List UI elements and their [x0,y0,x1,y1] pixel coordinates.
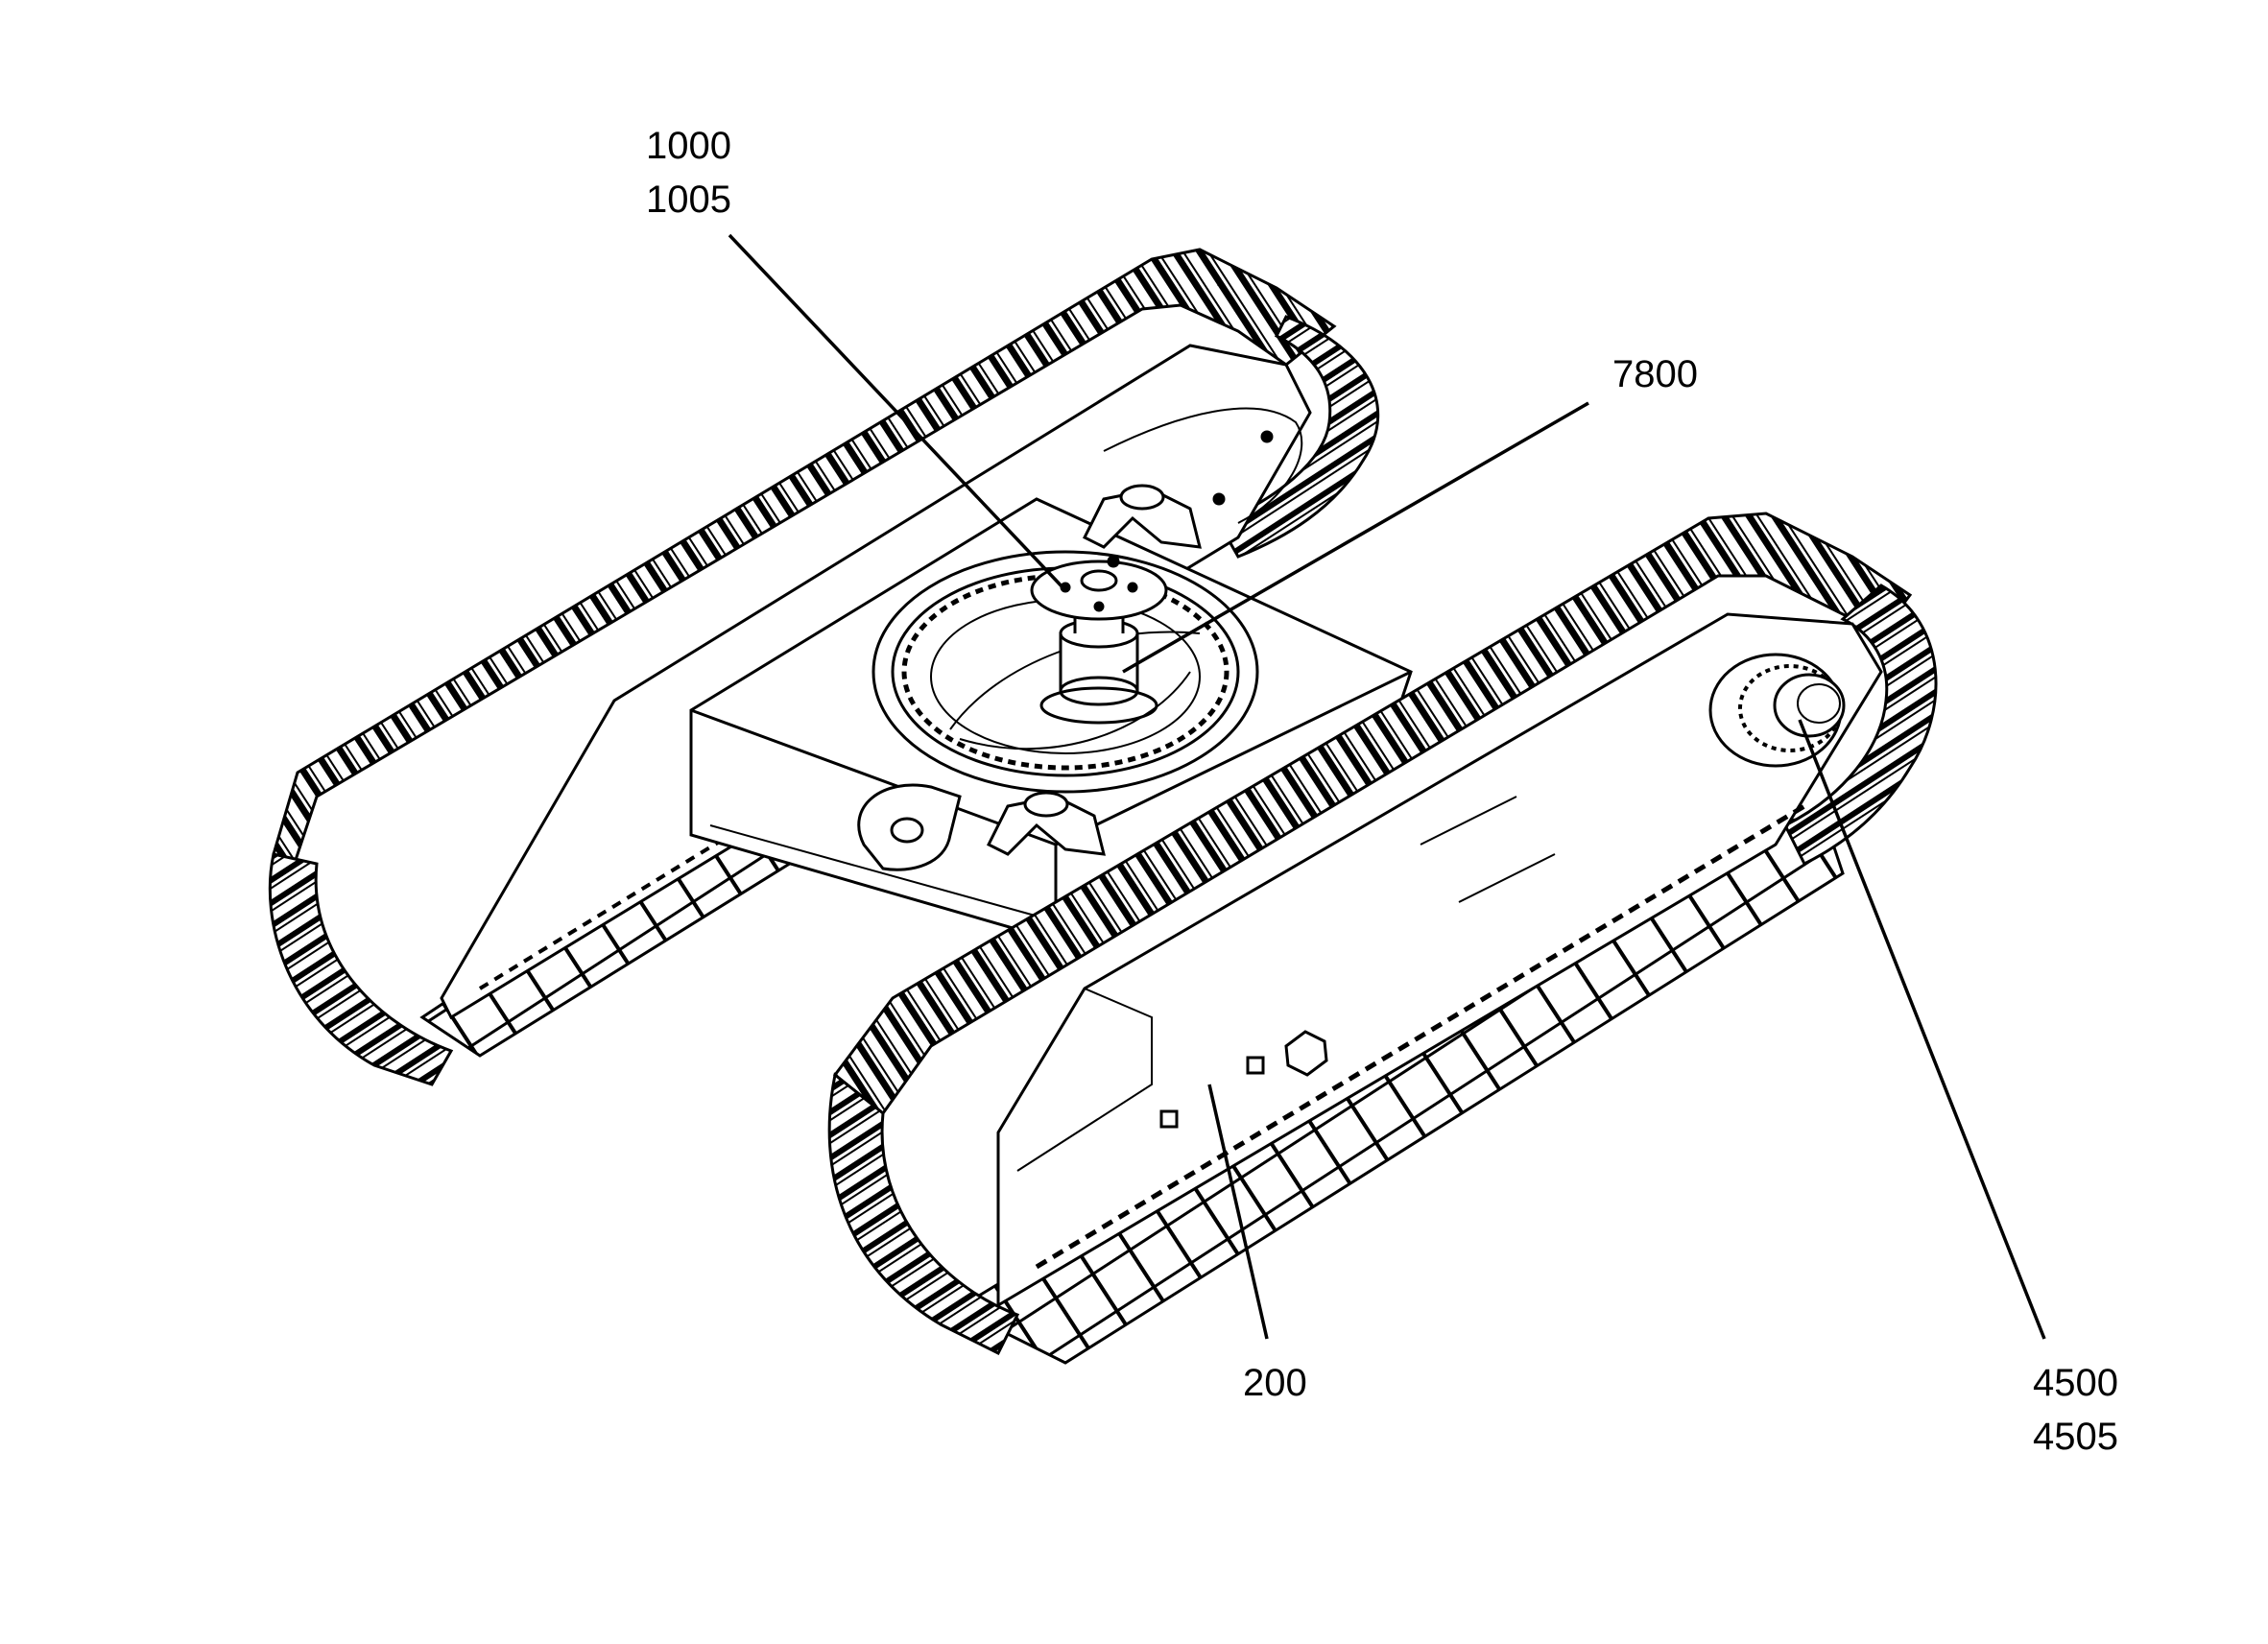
leader-lines [728,233,2046,1340]
right-track-rear-end [1782,584,1938,867]
callout-7800-label: 7800 [1612,353,1698,395]
left-track-front-end [268,852,454,1086]
callout-1000-1005: 1000 1005 [646,119,731,226]
callout-4500-label: 4500 [2033,1362,2118,1404]
left-track-rear-end [1216,315,1380,559]
callout-1005-label: 1005 [646,179,731,221]
leader-line-1000 [728,233,1067,592]
callout-4505-label: 4505 [2033,1416,2118,1458]
leader-line-7800 [1122,401,1589,674]
travel-drive [1708,653,1846,768]
callout-200: 200 [1243,1356,1307,1410]
callout-7800: 7800 [1612,347,1698,401]
rotary-joint [1030,555,1168,725]
callout-200-label: 200 [1243,1362,1307,1404]
callout-4500-4505: 4500 4505 [2033,1356,2118,1464]
inspection-plate [1284,1030,1328,1077]
leader-line-200 [1207,1084,1269,1340]
leader-line-4500 [1798,719,2046,1340]
right-track-front-end [827,1072,1020,1356]
callout-1000-label: 1000 [646,125,731,167]
